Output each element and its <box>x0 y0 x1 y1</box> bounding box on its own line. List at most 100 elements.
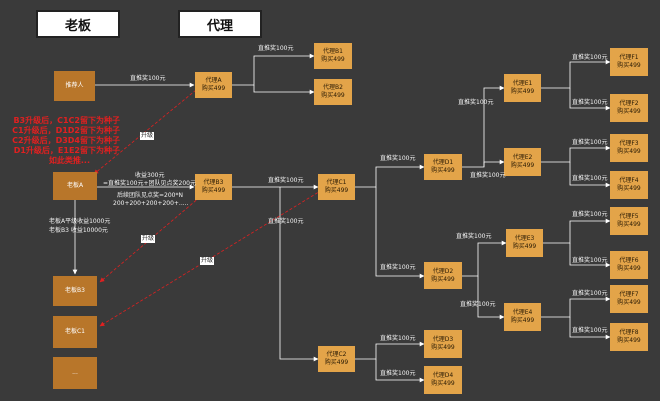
edge-c2-d4 <box>375 359 425 383</box>
agent-b3-name: 代理B3 <box>203 179 224 186</box>
label-referrer-a: 直推奖100元 <box>130 75 166 82</box>
label-e1-f1: 直推奖100元 <box>572 54 608 61</box>
boss-column-header: 老板 <box>36 10 120 38</box>
edge-c1-d2 <box>375 187 425 279</box>
label-d2-e3: 直推奖100元 <box>456 233 492 240</box>
agent-f2-name: 代理F2 <box>619 100 639 107</box>
agent-c1-name: 代理C1 <box>326 179 347 186</box>
label-b3-c1: 直推奖100元 <box>268 177 304 184</box>
agent-d2-name: 代理D2 <box>432 267 454 275</box>
agent-f6-buy: 购买499 <box>617 265 641 272</box>
edge-e1-f2 <box>569 88 611 111</box>
boss-b3-income-label: 老板B3 收益10000元 <box>49 227 108 234</box>
label-e2-f3: 直推奖100元 <box>572 139 608 146</box>
agent-f7-buy: 购买499 <box>617 299 641 306</box>
agent-f7-name: 代理F7 <box>619 291 639 298</box>
income-label: 收益300元 <box>135 172 165 179</box>
referrer-node: 推荐人 <box>54 71 95 101</box>
agent-b3-buy: 购买499 <box>201 187 226 194</box>
boss-c1-node: 老板C1 <box>53 316 97 348</box>
boss-b3-node: 老板B3 <box>53 276 97 306</box>
edge-c2-d3 <box>355 341 425 360</box>
agent-c1-buy: 购买499 <box>324 187 349 194</box>
label-e1-f2: 直推奖100元 <box>572 99 608 106</box>
edge-e4-f7 <box>541 296 611 318</box>
agent-e3-buy: 购买499 <box>512 243 537 250</box>
followup-label: 后续团队见点奖=200*N <box>117 192 183 199</box>
agent-f1-buy: 购买499 <box>617 62 641 69</box>
upgrade-tag-b3: 升级 <box>141 235 156 243</box>
agent-e2-buy: 购买499 <box>510 162 535 169</box>
label-b3-c2: 直推奖100元 <box>268 218 304 225</box>
label-e2-f4: 直推奖100元 <box>572 175 608 182</box>
agent-d3-name: 代理D3 <box>432 336 454 343</box>
label-e4-f8: 直推奖100元 <box>572 327 608 334</box>
agent-a-buy: 购买499 <box>201 85 226 92</box>
upgrade-tag-c1: 升级 <box>200 257 215 265</box>
label-e3-f6: 直推奖100元 <box>572 257 608 264</box>
agent-column-header: 代理 <box>178 10 262 38</box>
edge-a-b1 <box>232 53 315 86</box>
agent-e3-name: 代理E3 <box>514 235 535 242</box>
agent-d1-buy: 购买499 <box>431 167 455 174</box>
edge-e2-f3 <box>541 145 611 163</box>
agent-b2-name: 代理B2 <box>323 84 343 91</box>
agent-d4-buy: 购买499 <box>431 380 455 387</box>
agent-e4-name: 代理E4 <box>512 309 533 316</box>
agent-f4-buy: 购买499 <box>617 185 641 192</box>
agent-d1-name: 代理D1 <box>432 159 454 166</box>
agent-d2-buy: 购买499 <box>431 275 455 283</box>
seed-note-1: B3升级后，C1C2留下为种子 <box>13 116 120 125</box>
label-a-b: 直推奖100元 <box>258 45 294 52</box>
agent-e1-name: 代理E1 <box>512 80 533 87</box>
agent-e4-buy: 购买499 <box>510 317 535 324</box>
agent-f4-name: 代理F4 <box>619 177 639 184</box>
agent-f3-name: 代理F3 <box>619 140 639 147</box>
agent-d3-buy: 购买499 <box>431 344 455 351</box>
agent-b2-buy: 购买499 <box>321 92 345 99</box>
label-c1-d1: 直推奖100元 <box>380 155 416 162</box>
edge-e3-f6 <box>569 243 611 268</box>
label-c1-d2: 直推奖100元 <box>380 264 416 271</box>
agent-f2-buy: 购买499 <box>617 108 641 115</box>
agent-b1-name: 代理B1 <box>323 48 343 55</box>
label-d1-e1: 直推奖100元 <box>458 99 494 106</box>
edge-a-b2 <box>253 85 315 95</box>
boss-a-node: 老板A <box>53 172 97 200</box>
edge-e4-f8 <box>569 317 611 340</box>
agent-e1-buy: 购买499 <box>510 88 535 95</box>
agent-b1-buy: 购买499 <box>321 56 345 63</box>
edge-e2-f4 <box>569 162 611 188</box>
label-d1-e2: 直推奖100元 <box>470 172 506 179</box>
boss-more-node: ... <box>53 357 97 389</box>
upgrade-tag-a: 升级 <box>140 132 155 140</box>
boss-a-income-label: 老板A平级收益1000元 <box>49 218 111 225</box>
agent-c2-buy: 购买499 <box>324 359 349 366</box>
agent-d4-name: 代理D4 <box>432 372 454 379</box>
agent-f3-buy: 购买499 <box>617 148 641 155</box>
agent-f8-name: 代理F8 <box>619 329 639 336</box>
edge-b3-c2 <box>279 187 319 362</box>
edge-c1-d1 <box>355 164 425 188</box>
edge-e1-f1 <box>541 59 611 89</box>
income-detail-label: =直推奖100元+团队见点奖200元 <box>103 180 196 187</box>
agent-f5-buy: 购买499 <box>617 221 641 228</box>
seed-note-5: 如此类推... <box>48 156 90 165</box>
